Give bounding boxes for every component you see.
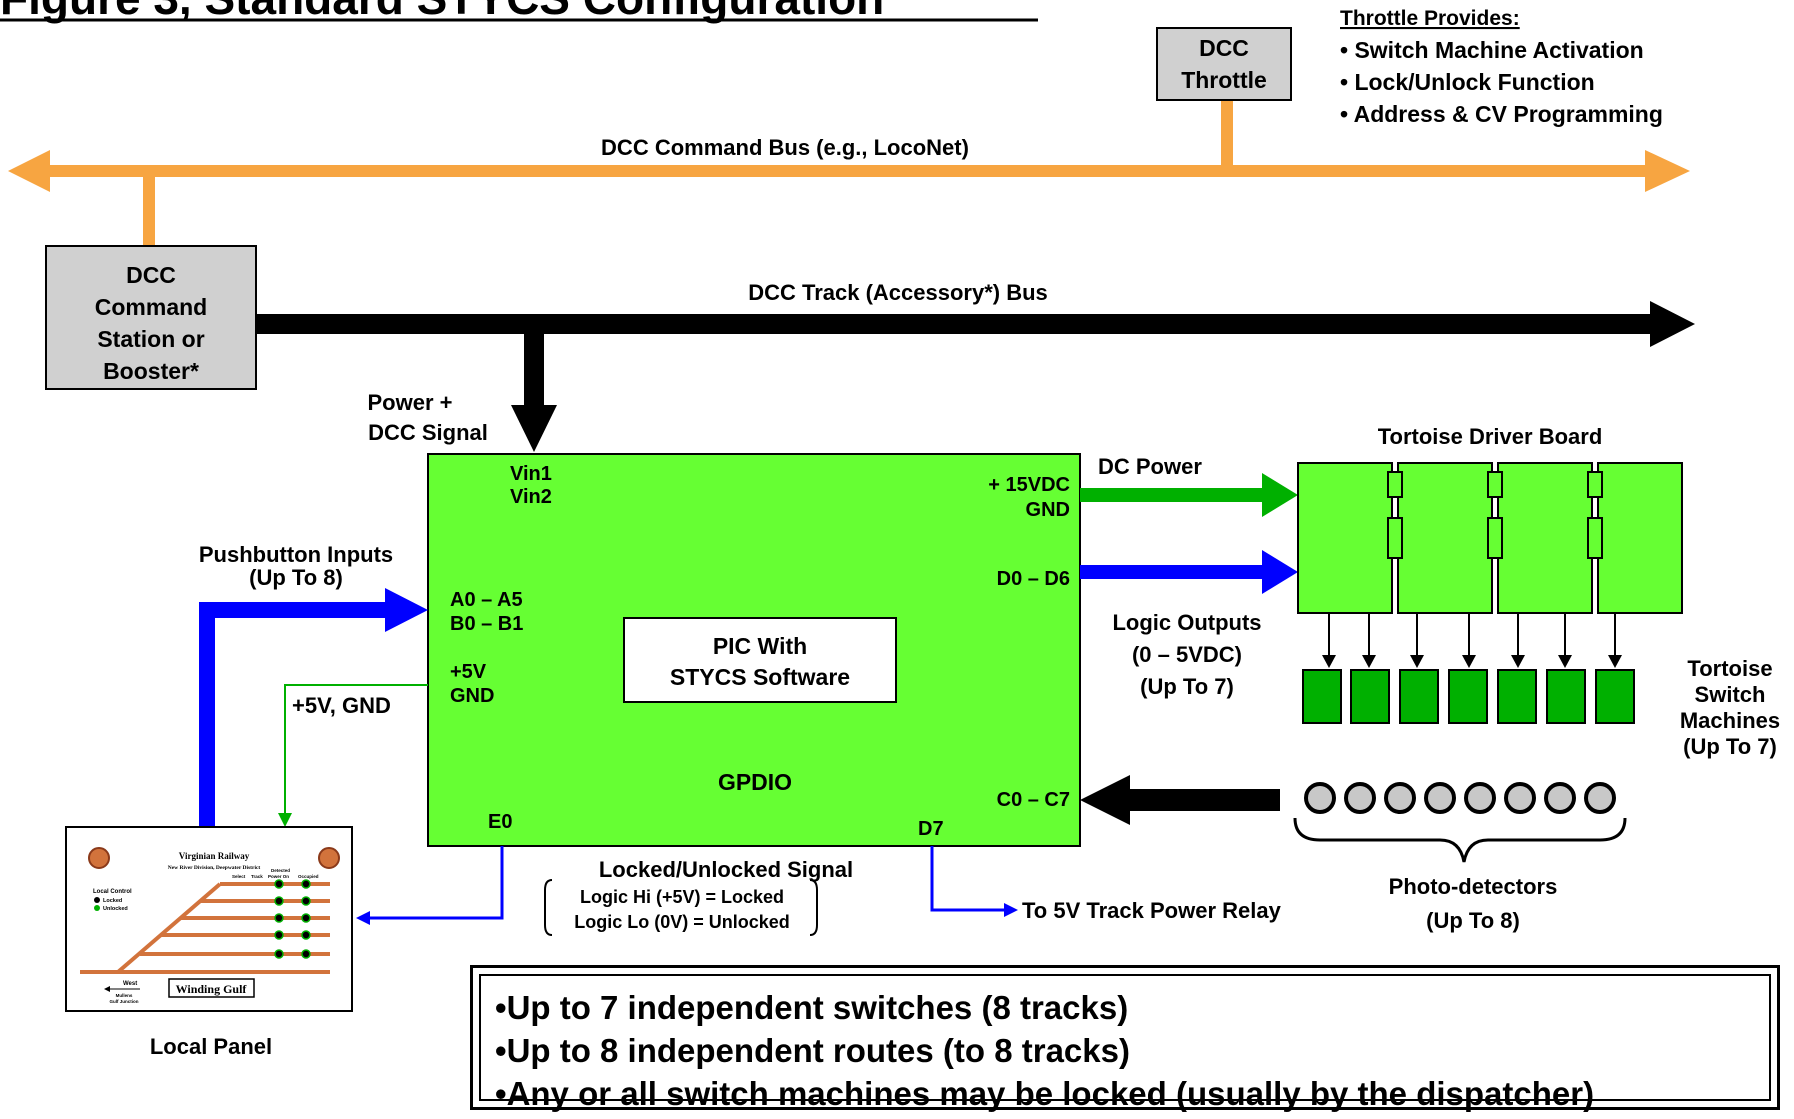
left-brace xyxy=(544,879,553,936)
dc-power-label: DC Power xyxy=(1098,454,1202,479)
driver-output-arrows xyxy=(1322,613,1622,668)
pic-line1: PIC With xyxy=(713,633,807,659)
command-station-line: DCC xyxy=(126,262,176,288)
summary-item: Up to 7 independent switches (8 tracks) xyxy=(495,986,1769,1029)
west-sub1: Mullens xyxy=(116,993,133,998)
command-station-line: Booster* xyxy=(103,358,199,384)
panel-subtitle: New River Division, Deepwater District xyxy=(168,865,261,871)
photo-brace xyxy=(1293,817,1627,863)
col-select: Select xyxy=(232,874,246,879)
a-pins-label: A0 – A5 xyxy=(450,589,523,611)
logic-outputs-line2: (0 – 5VDC) xyxy=(1132,642,1242,667)
summary-box: Up to 7 independent switches (8 tracks) … xyxy=(470,965,1780,1112)
command-station-box xyxy=(45,245,257,390)
gnd-pin-label: GND xyxy=(450,685,494,707)
dcc-throttle-box xyxy=(1156,27,1292,101)
summary-item: Up to 8 independent routes (to 8 tracks) xyxy=(495,1029,1769,1072)
d7-label: D7 xyxy=(918,818,944,840)
throttle-provides-item: • Address & CV Programming xyxy=(1340,101,1663,127)
col-power: Power On xyxy=(268,874,289,879)
tortoise-switch-machines xyxy=(1302,669,1635,724)
photo-detector-arrow xyxy=(1080,775,1280,825)
locked-signal-title: Locked/Unlocked Signal xyxy=(599,857,853,882)
railway-seal-icon xyxy=(88,847,110,869)
panel-indicators xyxy=(274,879,311,959)
photo-detectors xyxy=(1304,782,1616,814)
unlocked-legend: Unlocked xyxy=(103,906,128,912)
railway-seal-icon xyxy=(318,847,340,869)
photo-label-line2: (Up To 8) xyxy=(1426,908,1520,933)
throttle-provides-heading: Throttle Provides: xyxy=(1340,7,1520,30)
pic-box xyxy=(623,617,897,703)
plus5v-gnd-line xyxy=(278,684,428,827)
plus5v-gnd-label: +5V, GND xyxy=(292,693,391,718)
col-track: Track xyxy=(251,874,263,879)
vin1-label: Vin1 xyxy=(510,463,552,485)
power-label-line2: DCC Signal xyxy=(368,420,488,445)
command-bus-label: DCC Command Bus (e.g., LocoNet) xyxy=(601,135,969,160)
locked-signal-line xyxy=(356,846,504,925)
local-panel-label: Local Panel xyxy=(150,1034,272,1059)
logic-outputs-line1: Logic Outputs xyxy=(1112,610,1261,635)
local-panel: Virginian Railway New River Division, De… xyxy=(65,826,353,1012)
gnd-right-label: GND xyxy=(1026,499,1070,521)
logic-hi-label: Logic Hi (+5V) = Locked xyxy=(580,887,784,907)
relay-label: To 5V Track Power Relay xyxy=(1022,898,1282,923)
summary-inner-border: Up to 7 independent switches (8 tracks) … xyxy=(479,974,1771,1112)
c-pins-label: C0 – C7 xyxy=(997,789,1070,811)
track-bus-label: DCC Track (Accessory*) Bus xyxy=(748,280,1048,305)
pushbutton-label-line2: (Up To 8) xyxy=(249,565,343,590)
tortoise-label-line: Tortoise xyxy=(1687,656,1772,681)
driver-board-label: Tortoise Driver Board xyxy=(1378,424,1603,449)
local-control-label: Local Control xyxy=(93,889,132,895)
pushbutton-label-line1: Pushbutton Inputs xyxy=(199,542,393,567)
summary-item: Any or all switch machines may be locked… xyxy=(495,1072,1769,1115)
gpdio-name: GPDIO xyxy=(718,769,792,795)
throttle-line2: Throttle xyxy=(1181,67,1267,93)
power-label-line1: Power + xyxy=(368,390,453,415)
relay-signal-line xyxy=(930,846,1018,917)
command-station-line: Command xyxy=(95,294,207,320)
summary-list: Up to 7 independent switches (8 tracks) … xyxy=(481,976,1769,1115)
pushbutton-input-arrow xyxy=(199,588,428,827)
col-detected: Detected xyxy=(271,868,290,873)
throttle-line1: DCC xyxy=(1199,35,1249,61)
logic-outputs-line3: (Up To 7) xyxy=(1140,674,1234,699)
dcc-track-bus-arrow xyxy=(256,301,1695,452)
west-sub2: Gulf Junction xyxy=(110,999,139,1004)
west-label: West xyxy=(123,981,137,987)
pic-line2: STYCS Software xyxy=(670,664,850,690)
locked-legend: Locked xyxy=(103,898,122,904)
photo-label-line1: Photo-detectors xyxy=(1389,874,1558,899)
dcc-command-bus-arrow xyxy=(8,97,1690,246)
logic-lo-label: Logic Lo (0V) = Unlocked xyxy=(574,912,790,932)
logic-output-arrow xyxy=(1080,550,1298,594)
d-pins-label: D0 – D6 xyxy=(997,568,1070,590)
plus5v-pin-label: +5V xyxy=(450,661,487,683)
panel-title: Virginian Railway xyxy=(179,851,250,861)
plus15vdc-label: + 15VDC xyxy=(988,474,1070,496)
winding-gulf-label: Winding Gulf xyxy=(176,982,248,996)
throttle-provides-item: • Switch Machine Activation xyxy=(1340,37,1644,63)
vin2-label: Vin2 xyxy=(510,486,552,508)
col-occupied: Occupied xyxy=(298,874,319,879)
tortoise-driver-board xyxy=(1297,462,1683,614)
throttle-provides-item: • Lock/Unlock Function xyxy=(1340,69,1595,95)
tortoise-label-line: Machines xyxy=(1680,708,1780,733)
b-pins-label: B0 – B1 xyxy=(450,613,523,635)
right-brace xyxy=(809,879,818,936)
command-station-line: Station or xyxy=(97,326,204,352)
e0-label: E0 xyxy=(488,811,512,833)
tortoise-label-line: Switch xyxy=(1695,682,1766,707)
dc-power-arrow xyxy=(1080,473,1298,517)
tortoise-label-line: (Up To 7) xyxy=(1683,734,1777,759)
